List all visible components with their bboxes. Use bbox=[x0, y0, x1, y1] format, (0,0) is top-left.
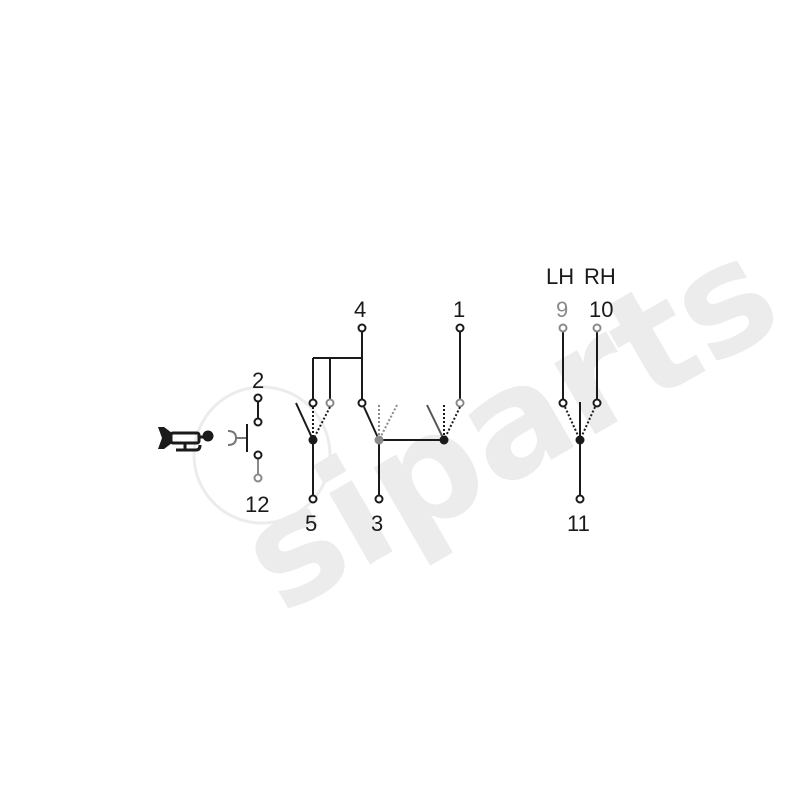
terminal-10 bbox=[592, 323, 602, 333]
label-5: 5 bbox=[305, 511, 317, 536]
terminal-4 bbox=[357, 323, 367, 333]
label-9: 9 bbox=[556, 297, 568, 322]
indicator-switch bbox=[558, 323, 602, 504]
label-rh: RH bbox=[584, 264, 616, 289]
label-1: 1 bbox=[453, 297, 465, 322]
watermark-text: siparts bbox=[213, 204, 800, 647]
terminal-1 bbox=[455, 323, 465, 333]
label-10: 10 bbox=[589, 297, 613, 322]
label-12: 12 bbox=[245, 492, 269, 517]
terminal-12 bbox=[253, 473, 263, 483]
label-lh: LH bbox=[546, 264, 574, 289]
pushbutton-contact bbox=[227, 393, 263, 483]
watermark-circle bbox=[192, 385, 332, 525]
label-2: 2 bbox=[252, 368, 264, 393]
horn-icon bbox=[158, 427, 214, 452]
terminal-5 bbox=[308, 494, 318, 504]
label-11: 11 bbox=[567, 511, 590, 536]
main-switch bbox=[295, 323, 465, 504]
label-4: 4 bbox=[354, 297, 366, 322]
watermark: siparts bbox=[192, 204, 800, 647]
terminal-9 bbox=[558, 323, 568, 333]
label-3: 3 bbox=[371, 511, 383, 536]
terminal-2 bbox=[253, 393, 263, 403]
pushbutton-actuator bbox=[227, 430, 238, 446]
terminal-3 bbox=[374, 494, 384, 504]
terminal-11 bbox=[575, 494, 585, 504]
